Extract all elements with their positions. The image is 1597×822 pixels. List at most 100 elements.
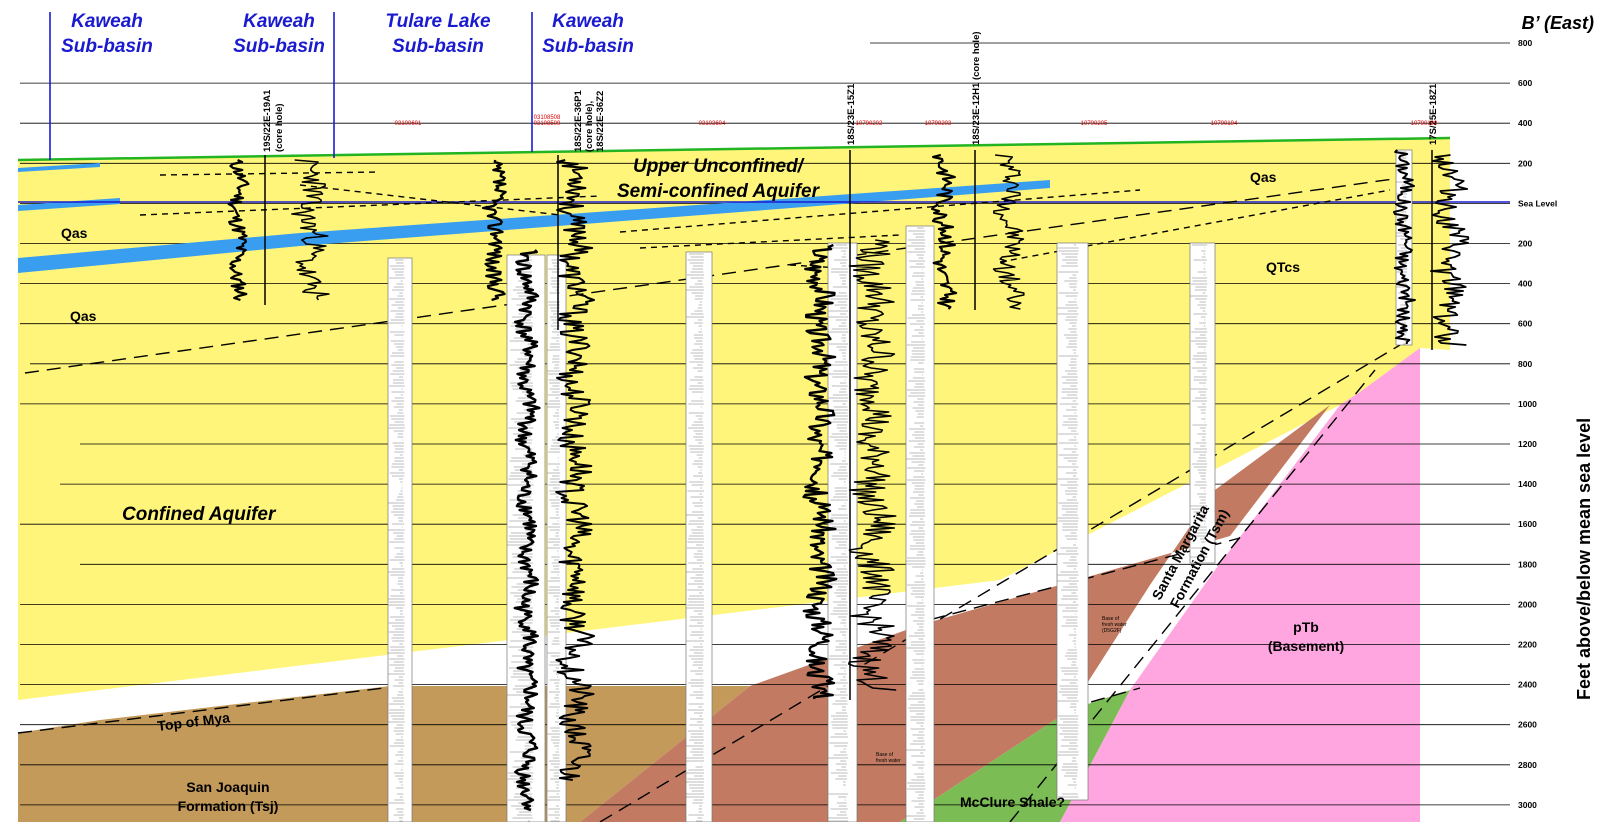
well-label-17s25e-18z1: 17S/25E-18Z1 <box>1428 83 1439 145</box>
well-stems <box>264 150 1433 700</box>
section-end-label: B’ (East) <box>1522 13 1594 33</box>
san-joaquin-label-line1: San Joaquin <box>186 779 269 795</box>
log-trace <box>555 159 596 781</box>
depth-tick-label: Sea Level <box>1518 198 1557 208</box>
log-trace <box>1393 149 1416 345</box>
depth-tick-label: 600 <box>1518 319 1532 329</box>
basement-label-line1: pTb <box>1293 619 1319 635</box>
log-trace <box>848 239 897 691</box>
well-label-18s22e-36p1: 18S/22E-36P1 <box>573 89 584 152</box>
log-column-hatching <box>1190 244 1208 561</box>
depth-tick-label: 600 <box>1518 78 1532 88</box>
log-trace <box>291 159 330 301</box>
clay-layer-upper-west <box>18 163 100 172</box>
subbasin-label-kaweah-1-line1: Kaweah <box>71 11 143 32</box>
basement-label-line2: (Basement) <box>1268 638 1344 654</box>
well-label-18s22e-36p1-note: (core hole), <box>584 101 595 152</box>
log-trace <box>513 249 541 812</box>
depth-tick-label: 2600 <box>1518 720 1537 730</box>
santa-margarita-formation-fill <box>580 405 1330 822</box>
log-traces <box>227 149 1470 812</box>
upper-aquifer-label-line1: Upper Unconfined/ <box>633 156 805 177</box>
fresh-water-note-b1: Base of <box>1102 616 1120 622</box>
fresh-water-note-b3: (D5G2F) <box>1102 628 1122 634</box>
depth-tick-label: 200 <box>1518 239 1532 249</box>
confined-aquifer-label: Confined Aquifer <box>122 504 277 525</box>
subbasin-label-kaweah-2-line2: Sub-basin <box>233 36 325 57</box>
mcclure-shale-label: McClure Shale? <box>960 794 1065 810</box>
clay-layer-corcoran <box>18 180 1050 273</box>
depth-tick-label: 1400 <box>1518 479 1537 489</box>
log-column-hatching <box>1057 244 1079 798</box>
subbasin-label-tulare-line1: Tulare Lake <box>385 11 491 32</box>
qas-label-east: Qas <box>1250 169 1277 185</box>
subbasin-label-kaweah-3-line1: Kaweah <box>552 11 624 32</box>
log-trace <box>992 154 1025 310</box>
log-code-6: 10790203 <box>925 121 952 127</box>
log-trace <box>802 243 838 700</box>
well-label-19s22e-19a1: 19S/22E-19A1 <box>262 89 273 152</box>
depth-tick-label: 400 <box>1518 279 1532 289</box>
qas-label-upper-west: Qas <box>61 225 88 241</box>
qas-label-lower-west: Qas <box>70 308 97 324</box>
log-column <box>1189 242 1216 564</box>
depth-tick-label: 800 <box>1518 38 1532 48</box>
log-column-hatching <box>906 227 926 820</box>
log-code-1: 03100601 <box>395 121 422 127</box>
fresh-water-note-b2: fresh water <box>1102 622 1127 628</box>
san-joaquin-label-line2: Formation (Tsj) <box>178 798 279 814</box>
well-label-18s23e-12h1: 18S/23E-12H1 (core hole) <box>971 31 982 145</box>
log-column-hatching <box>686 253 705 822</box>
depth-tick-label: 1800 <box>1518 559 1537 569</box>
basement-fill <box>1060 348 1420 822</box>
log-code-7: 10790205 <box>1081 121 1108 127</box>
log-trace <box>481 159 507 302</box>
depth-tick-label: 800 <box>1518 359 1532 369</box>
log-trace <box>1430 154 1470 346</box>
log-column <box>1056 242 1089 801</box>
fresh-water-note-a2: fresh water <box>876 758 901 764</box>
depth-tick-label: 1200 <box>1518 439 1537 449</box>
upper-aquifer-label-line2: Semi-confined Aquifer <box>617 181 821 202</box>
log-columns <box>387 149 1413 822</box>
depth-grid <box>20 42 1510 806</box>
log-code-3: 03108509 <box>534 121 561 127</box>
log-column <box>546 254 567 822</box>
depth-tick-label: 1000 <box>1518 399 1537 409</box>
log-trace <box>931 153 958 310</box>
ground-surface-line <box>17 136 1451 162</box>
subbasin-label-kaweah-3-line2: Sub-basin <box>542 36 634 57</box>
well-label-18s23e-15z1: 18S/23E-15Z1 <box>846 83 857 145</box>
depth-tick-label: 2200 <box>1518 640 1537 650</box>
subbasin-label-kaweah-1-line2: Sub-basin <box>61 36 153 57</box>
depth-tick-label: 200 <box>1518 158 1532 168</box>
log-column-hatching <box>828 244 849 822</box>
depth-tick-label: 2800 <box>1518 760 1537 770</box>
subbasin-boundaries <box>49 12 533 160</box>
log-code-8: 10790194 <box>1211 121 1238 127</box>
log-code-4: 03103604 <box>699 121 726 127</box>
depth-tick-label: 2400 <box>1518 680 1537 690</box>
fresh-water-note-a1: Base of <box>876 752 894 758</box>
depth-tick-label: 1600 <box>1518 519 1537 529</box>
san-joaquin-formation-fill <box>18 686 750 822</box>
qtcs-label: QTcs <box>1266 259 1300 275</box>
subbasin-label-kaweah-2-line1: Kaweah <box>243 11 315 32</box>
log-column <box>905 225 935 822</box>
depth-axis-title: Feet above/below mean sea level <box>1574 418 1594 700</box>
log-code-5: 10790202 <box>856 121 883 127</box>
well-label-18s22e-36z2: 18S/22E-36Z2 <box>595 91 606 152</box>
log-column-hatching <box>388 259 405 822</box>
log-column <box>387 257 413 822</box>
well-label-19s22e-19a1-note: (core hole) <box>274 103 285 152</box>
depth-tick-label: 3000 <box>1518 800 1537 810</box>
subbasin-label-tulare-line2: Sub-basin <box>392 36 484 57</box>
log-code-2: 03108508 <box>534 115 561 121</box>
log-column <box>827 242 858 822</box>
log-column <box>685 251 713 822</box>
log-code-9: 10790199 <box>1411 121 1438 127</box>
depth-tick-label: 400 <box>1518 118 1532 128</box>
